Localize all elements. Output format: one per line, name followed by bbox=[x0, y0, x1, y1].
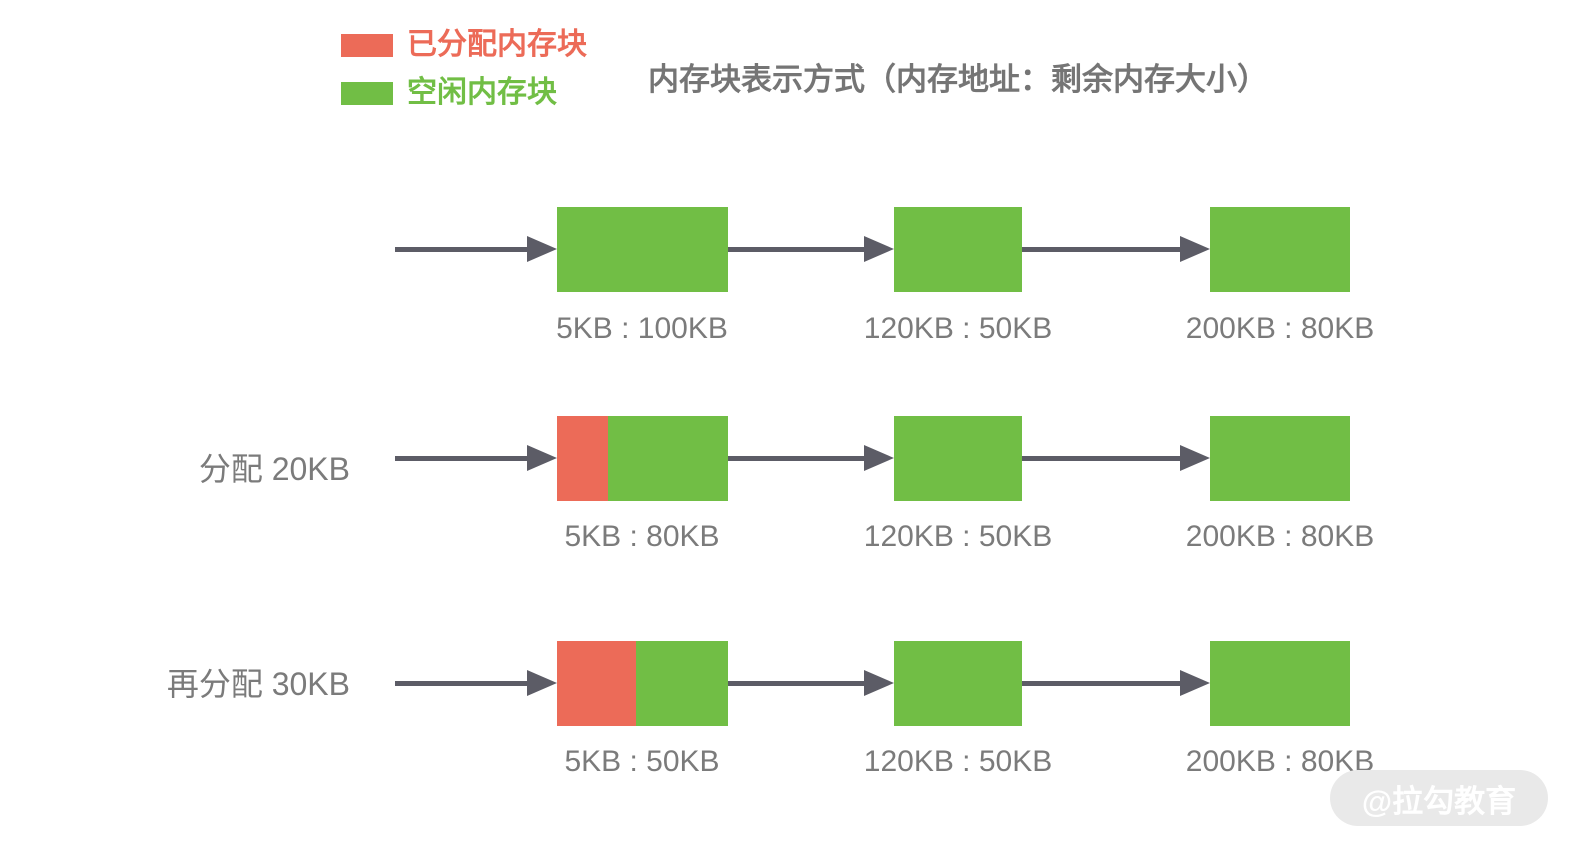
list-head-arrow bbox=[395, 445, 557, 471]
memory-block bbox=[557, 641, 728, 726]
arrow-head-icon bbox=[864, 236, 894, 262]
memory-block bbox=[894, 416, 1022, 501]
block-caption: 120KB : 50KB bbox=[863, 312, 1053, 345]
memory-block bbox=[1210, 641, 1350, 726]
block-caption: 5KB : 80KB bbox=[564, 520, 720, 553]
memory-block bbox=[894, 207, 1022, 292]
row-label-allocate-20kb: 分配 20KB bbox=[198, 451, 350, 487]
memory-block bbox=[557, 416, 728, 501]
link-arrow bbox=[728, 445, 894, 471]
arrow-shaft bbox=[395, 455, 527, 461]
link-arrow bbox=[1022, 445, 1210, 471]
allocated-portion bbox=[557, 416, 609, 501]
block-caption: 120KB : 50KB bbox=[863, 520, 1053, 553]
link-arrow bbox=[1022, 236, 1210, 262]
link-arrow bbox=[728, 236, 894, 262]
arrow-head-icon bbox=[1180, 445, 1210, 471]
list-head-arrow bbox=[395, 670, 557, 696]
arrow-head-icon bbox=[864, 670, 894, 696]
arrow-shaft bbox=[728, 455, 864, 461]
block-caption: 200KB : 80KB bbox=[1185, 312, 1375, 345]
legend-label-allocated: 已分配内存块 bbox=[407, 28, 587, 61]
list-head-arrow bbox=[395, 236, 557, 262]
legend-item-free: 空闲内存块 bbox=[341, 78, 557, 108]
watermark-badge: @拉勾教育 bbox=[1330, 770, 1548, 826]
memory-block bbox=[1210, 416, 1350, 501]
allocated-portion bbox=[557, 641, 636, 726]
arrow-shaft bbox=[728, 246, 864, 252]
memory-block bbox=[894, 641, 1022, 726]
memory-block bbox=[557, 207, 728, 292]
arrow-head-icon bbox=[527, 445, 557, 471]
arrow-head-icon bbox=[527, 236, 557, 262]
block-caption: 200KB : 80KB bbox=[1185, 745, 1375, 778]
legend-item-allocated: 已分配内存块 bbox=[341, 30, 587, 60]
link-arrow bbox=[728, 670, 894, 696]
arrow-head-icon bbox=[1180, 236, 1210, 262]
block-caption: 200KB : 80KB bbox=[1185, 520, 1375, 553]
arrow-shaft bbox=[1022, 680, 1180, 686]
legend-label-free: 空闲内存块 bbox=[407, 76, 557, 109]
arrow-head-icon bbox=[1180, 670, 1210, 696]
block-caption: 5KB : 100KB bbox=[556, 312, 728, 345]
arrow-head-icon bbox=[527, 670, 557, 696]
arrow-head-icon bbox=[864, 445, 894, 471]
link-arrow bbox=[1022, 670, 1210, 696]
allocated-swatch-icon bbox=[341, 33, 393, 57]
memory-block bbox=[1210, 207, 1350, 292]
arrow-shaft bbox=[395, 246, 527, 252]
arrow-shaft bbox=[1022, 246, 1180, 252]
arrow-shaft bbox=[1022, 455, 1180, 461]
block-caption: 5KB : 50KB bbox=[564, 745, 720, 778]
row-label-reallocate-30kb: 再分配 30KB bbox=[166, 666, 350, 702]
diagram-title: 内存块表示方式（内存地址：剩余内存大小） bbox=[648, 62, 1268, 97]
free-swatch-icon bbox=[341, 81, 393, 105]
arrow-shaft bbox=[395, 680, 527, 686]
arrow-shaft bbox=[728, 680, 864, 686]
block-caption: 120KB : 50KB bbox=[863, 745, 1053, 778]
